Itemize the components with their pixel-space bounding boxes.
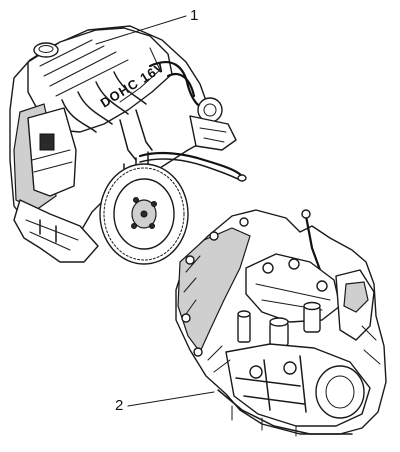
transaxle-assembly	[175, 209, 387, 437]
leader-line-2	[127, 391, 215, 407]
callout-label-2: 2	[115, 397, 124, 414]
callout-label-1: 1	[190, 7, 199, 24]
engine-assembly: DOHC 16V	[9, 25, 247, 265]
leader-line-1	[95, 15, 187, 45]
